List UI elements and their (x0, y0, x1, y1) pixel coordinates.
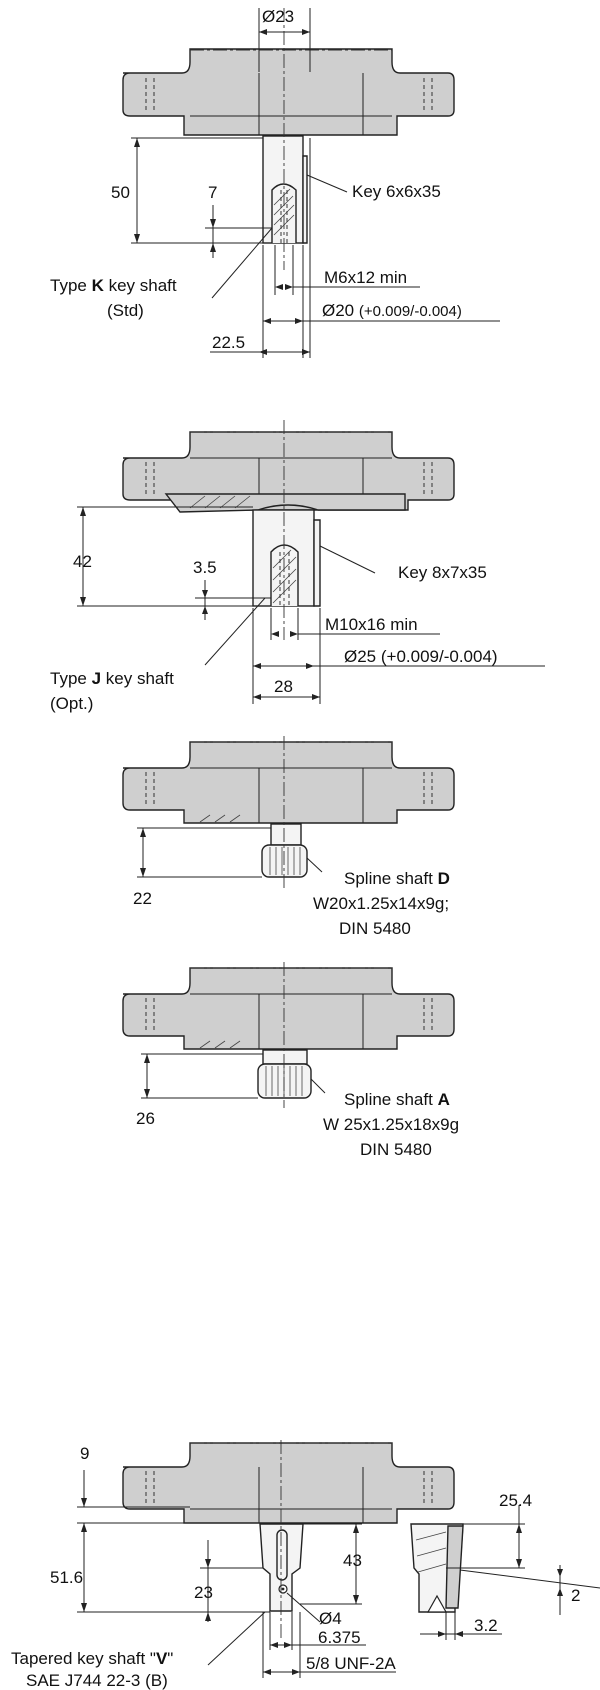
key-label: Key 6x6x35 (352, 182, 441, 201)
flange-body-5 (122, 1442, 455, 1524)
thread-label: M6x12 min (324, 268, 407, 287)
thread-label: M10x16 min (325, 615, 418, 634)
dim-flange: 9 (80, 1444, 89, 1463)
dim-position: 23 (194, 1583, 213, 1602)
spline-name: Spline shaft D (344, 869, 450, 888)
dim-length: 22 (133, 889, 152, 908)
spline-standard: DIN 5480 (360, 1140, 432, 1159)
dim-side-width: 3.2 (474, 1616, 498, 1635)
dim-depth: 7 (208, 183, 217, 202)
dim-length: 50 (111, 183, 130, 202)
flange-body-3 (122, 741, 455, 824)
view-type-k-key-shaft: Ø23 50 7 Key 6x6x35 M6x12 min Ø20 (+0.00… (50, 7, 500, 358)
view-type-j-key-shaft: 42 3.5 Key 8x7x35 M10x16 min Ø25 (+0.009… (50, 420, 545, 713)
flange-body-1 (122, 48, 455, 136)
dim-hole: Ø4 (319, 1609, 342, 1628)
dim-width: 28 (274, 677, 293, 696)
dim-diameter: Ø25 (+0.009/-0.004) (344, 647, 498, 666)
key-label: Key 8x7x35 (398, 563, 487, 582)
thread-label: 5/8 UNF-2A (306, 1654, 396, 1673)
flange-body-4 (122, 967, 455, 1050)
shaft-type-note: (Opt.) (50, 694, 93, 713)
dim-diameter: 6.375 (318, 1628, 361, 1647)
spline-name: Spline shaft A (344, 1090, 450, 1109)
spline-standard: DIN 5480 (339, 919, 411, 938)
dim-total-length: 51.6 (50, 1568, 83, 1587)
shaft-4 (262, 1049, 308, 1065)
view-spline-shaft-a: 26 Spline shaft A W 25x1.25x18x9g DIN 54… (122, 962, 459, 1159)
spline-4 (257, 1063, 312, 1099)
dim-length: 26 (136, 1109, 155, 1128)
dim-width: 22.5 (212, 333, 245, 352)
dim-diameter-top: Ø23 (262, 7, 294, 26)
shaft-type-label: Type J key shaft (50, 669, 174, 688)
shaft-type-note: (Std) (107, 301, 144, 320)
spline-spec: W 25x1.25x18x9g (323, 1115, 459, 1134)
view-tapered-key-shaft-v: 9 51.6 43 23 Ø4 6.375 5/8 UNF-2A 25.4 3.… (11, 1440, 600, 1690)
shaft-type-label: Type K key shaft (50, 276, 177, 295)
keyway-5 (276, 1529, 288, 1581)
spline-3 (261, 844, 308, 878)
shaft-3 (270, 823, 302, 846)
key-slot-2 (270, 544, 299, 606)
dim-side-length: 25.4 (499, 1491, 532, 1510)
dim-key-length: 43 (343, 1551, 362, 1570)
dim-length: 42 (73, 552, 92, 571)
spline-spec: W20x1.25x14x9g; (313, 894, 449, 913)
dim-side-height: 2 (571, 1586, 580, 1605)
view-spline-shaft-d: 22 Spline shaft D W20x1.25x14x9g; DIN 54… (122, 736, 455, 938)
shaft-standard: SAE J744 22-3 (B) (26, 1671, 168, 1690)
dim-diameter: Ø20 (+0.009/-0.004) (322, 301, 462, 320)
dim-depth: 3.5 (193, 558, 217, 577)
shaft-type-label: Tapered key shaft "V" (11, 1649, 173, 1668)
